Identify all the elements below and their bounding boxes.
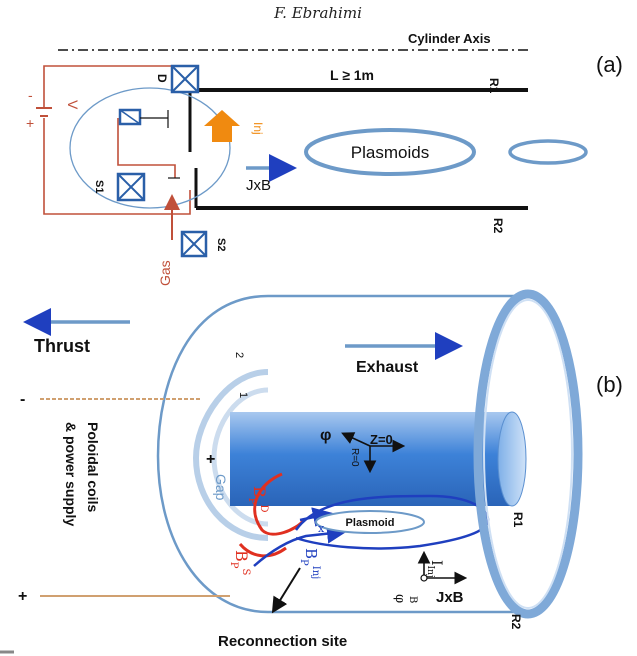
coils-label-line1: Poloidal coils — [85, 422, 101, 512]
b-out-dot-icon — [420, 574, 428, 582]
z0-label: Z=0 — [370, 432, 393, 447]
author-header: F. Ebrahimi — [273, 4, 362, 22]
central-cylinder — [230, 412, 512, 506]
chamber-outline — [156, 294, 528, 614]
svg-text:BPD: BPD — [246, 486, 269, 513]
plasmoids-label: Plasmoids — [351, 143, 429, 162]
panel-a: Cylinder Axis (a) L ≥ 1m R1 R2 - + V — [26, 31, 623, 286]
coil-ring-2 — [192, 369, 269, 541]
plasmoid-label: Plasmoid — [346, 517, 395, 529]
plasmoid-ring-1 — [304, 128, 476, 176]
coil-d-icon — [170, 64, 200, 94]
battery-minus: - — [28, 87, 33, 103]
plasmoid-ring-b — [315, 510, 425, 534]
flux-ellipse — [69, 87, 231, 209]
r2-label-b: R2 — [509, 614, 523, 630]
r1-label-b: R1 — [511, 512, 525, 528]
inj-label: Inj — [251, 122, 265, 135]
red-field-line-s — [238, 542, 287, 558]
ring-num-2: 2 — [233, 352, 245, 358]
coil-d-label: D — [155, 74, 169, 83]
axis-phi — [341, 432, 371, 447]
coil-s2-icon — [180, 230, 208, 258]
jxb-label-b: JxB — [436, 589, 464, 606]
r1-label: R1 — [487, 78, 501, 94]
r2-label: R2 — [491, 218, 505, 234]
gas-label: Gas — [157, 260, 173, 286]
red-field-line-d — [253, 472, 306, 536]
lead-minus: - — [20, 391, 25, 408]
lead-plus: + — [18, 588, 27, 605]
phi-label: φ — [320, 427, 331, 444]
injection-arrow — [204, 110, 240, 142]
coil-s1-label: S1 — [93, 180, 105, 193]
blue-field-line-upper — [299, 507, 333, 527]
panel-b-label: (b) — [596, 372, 623, 397]
phi2-label: φ — [392, 594, 407, 603]
coil-small-icon — [118, 108, 142, 126]
battery-plus: + — [26, 115, 34, 131]
ring-num-1: 1 — [237, 392, 249, 398]
gap-label: Gap — [213, 474, 229, 501]
bpd-label: BPD — [246, 486, 269, 513]
end-ring-inner — [483, 299, 573, 609]
bpinj-label: BPInj — [298, 548, 321, 579]
plasmoid-ring-2 — [508, 139, 588, 165]
jxb-label-a: JxB — [246, 177, 271, 194]
panel-b: (b) Thrust Exhaust - + Poloidal coils & … — [0, 289, 623, 654]
b-small-label: B — [407, 596, 418, 603]
end-ring-outer — [473, 289, 583, 619]
voltage-label: V — [65, 100, 81, 110]
bps-label: BPS — [228, 550, 251, 576]
reconnection-arrow — [271, 567, 301, 614]
r0-label: R=0 — [349, 448, 360, 467]
exhaust-label: Exhaust — [356, 359, 419, 376]
central-cylinder-end — [497, 411, 527, 507]
blue-field-line-lower — [253, 523, 347, 567]
x-point-mark: x — [318, 522, 325, 535]
length-label: L ≥ 1m — [330, 67, 374, 83]
coils-label-line2: & power supply — [63, 422, 79, 526]
cylinder-axis-label: Cylinder Axis — [408, 31, 491, 46]
coil-ring-1 — [211, 387, 269, 527]
iinj-label: IInj — [425, 560, 444, 578]
reconnection-label: Reconnection site — [218, 633, 347, 650]
battery-icon — [36, 107, 52, 118]
svg-text:BPS: BPS — [228, 550, 251, 576]
thrust-label: Thrust — [34, 336, 90, 356]
gap-plus: + — [206, 451, 215, 468]
panel-a-label: (a) — [596, 52, 623, 77]
coil-s1-icon — [116, 172, 146, 202]
svg-text:BPInj: BPInj — [298, 548, 321, 579]
coil-s2-label: S2 — [215, 238, 227, 251]
